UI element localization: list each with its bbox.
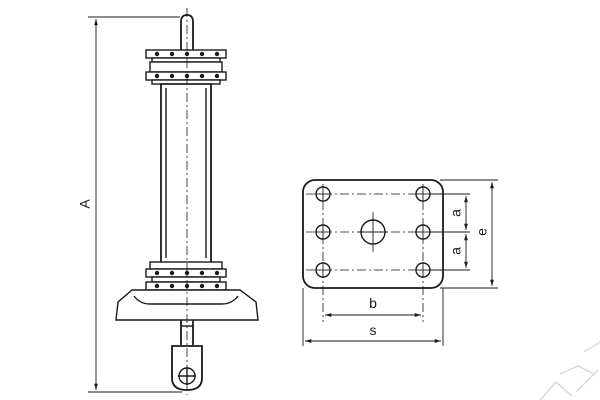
mounting-plate [302, 179, 444, 289]
dimension-a-upper [430, 193, 470, 233]
dimension-a-lower [430, 234, 470, 271]
dimension-s [302, 288, 444, 346]
label-a: A [77, 199, 93, 209]
dimension-a [88, 16, 182, 393]
center-hole [358, 217, 388, 247]
label-e: e [474, 228, 490, 236]
plan-view: a a e b s [302, 179, 498, 346]
watermark-mark [539, 341, 600, 400]
column-body [160, 84, 212, 262]
bolt-hole-crosshairs [316, 187, 430, 277]
label-b: b [369, 295, 377, 311]
label-a-upper: a [448, 209, 464, 217]
label-a-lower: a [448, 247, 464, 255]
bottom-flange-bolts [154, 270, 220, 289]
label-s: s [370, 322, 377, 338]
dimension-e [440, 179, 498, 289]
side-view: A [77, 8, 259, 395]
top-flange-bolts [154, 51, 220, 79]
